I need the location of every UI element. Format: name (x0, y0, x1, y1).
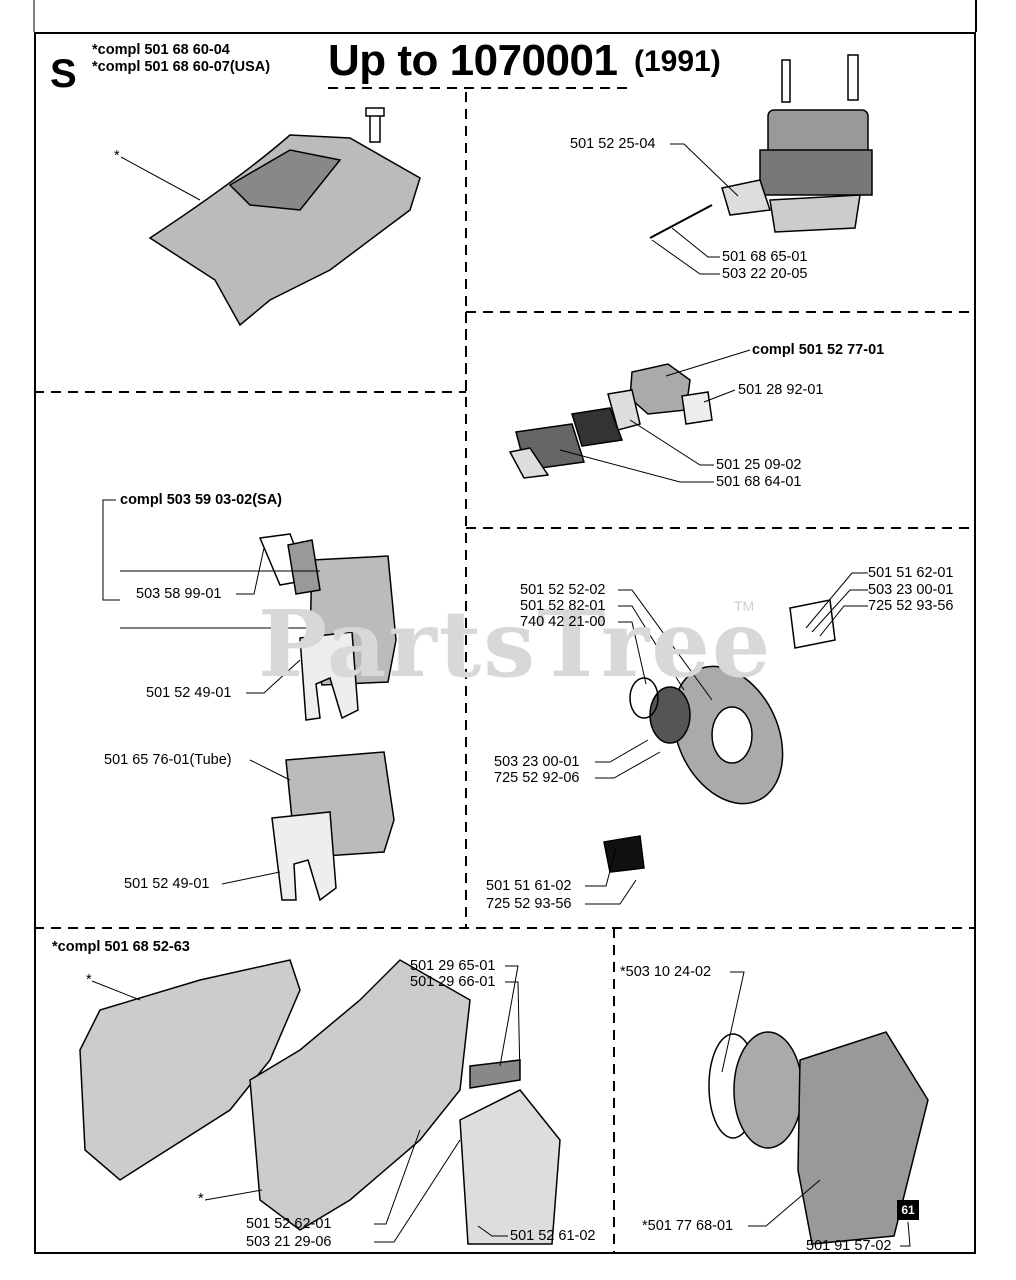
part-label: 503 58 99-01 (136, 586, 222, 602)
part-label: 503 23 00-01 (868, 582, 954, 598)
carburetor-part (508, 363, 713, 479)
compl-line-2: *compl 501 68 60-07(USA) (92, 59, 271, 75)
starter-part (708, 1031, 929, 1245)
part-label: 501 51 62-01 (868, 565, 954, 581)
part-label: 501 52 49-01 (146, 685, 232, 701)
part-label: *501 77 68-01 (642, 1218, 734, 1234)
page-number-badge: 61 (897, 1200, 919, 1220)
watermark-tm: TM (734, 598, 755, 614)
muffler-part (258, 533, 397, 902)
part-label: 501 91 57-02 (806, 1238, 892, 1254)
part-label: 501 25 09-02 (716, 457, 802, 473)
diagram-frame (34, 32, 976, 1254)
compl-label: compl 501 52 77-01 (752, 342, 885, 358)
part-label: 501 51 61-02 (486, 878, 572, 894)
part-label: 740 42 21-00 (520, 614, 606, 630)
cylinder-cover-part (148, 107, 421, 327)
part-label: 501 52 49-01 (124, 876, 210, 892)
part-label: 501 68 64-01 (716, 474, 802, 490)
part-label: 501 52 25-04 (570, 136, 656, 152)
compl-label: *compl 501 68 52-63 (52, 939, 190, 955)
part-label: *503 10 24-02 (620, 964, 712, 980)
part-label: 501 68 65-01 (722, 249, 808, 265)
part-label: 503 23 00-01 (494, 754, 580, 770)
watermark: PartsTree (258, 590, 773, 698)
cover-star: * (114, 148, 120, 164)
part-label: 503 22 20-05 (722, 266, 808, 282)
part-label: 501 52 62-01 (246, 1216, 332, 1232)
part-label: 501 29 65-01 (410, 958, 496, 974)
part-label: 501 52 82-01 (520, 598, 606, 614)
section-letter: S (50, 52, 77, 96)
compl-label: compl 503 59 03-02(SA) (120, 492, 282, 508)
part-label: 501 52 52-02 (520, 582, 606, 598)
part-label: 725 52 93-56 (486, 896, 572, 912)
part-label: 501 65 76-01(Tube) (104, 752, 232, 768)
cylinder-part (649, 54, 873, 239)
header-compl: *compl 501 68 60-04 *compl 501 68 60-07(… (92, 42, 270, 76)
panel-dividers (34, 87, 976, 1254)
muffler-leaders (102, 499, 320, 885)
crankcase-part (79, 959, 561, 1245)
part-label: 501 52 61-02 (510, 1228, 596, 1244)
part-label: 725 52 92-06 (494, 770, 580, 786)
part-label: 501 28 92-01 (738, 382, 824, 398)
crankcase-star: * (86, 972, 92, 988)
compl-line-1: *compl 501 68 60-04 (92, 42, 230, 58)
part-label: 503 21 29-06 (246, 1234, 332, 1250)
page-title: Up to 1070001 (328, 36, 618, 85)
starter-leaders (721, 971, 911, 1247)
page-year: (1991) (634, 45, 721, 78)
crankcase-leaders (91, 965, 521, 1243)
part-label: 501 29 66-01 (410, 974, 496, 990)
carburetor-leaders (559, 349, 751, 483)
part-label: 725 52 93-56 (868, 598, 954, 614)
flywheel-part (603, 599, 836, 873)
ignition-leaders (585, 572, 868, 905)
cylinder-leaders (651, 143, 739, 275)
crankcase-star: * (198, 1191, 204, 1207)
